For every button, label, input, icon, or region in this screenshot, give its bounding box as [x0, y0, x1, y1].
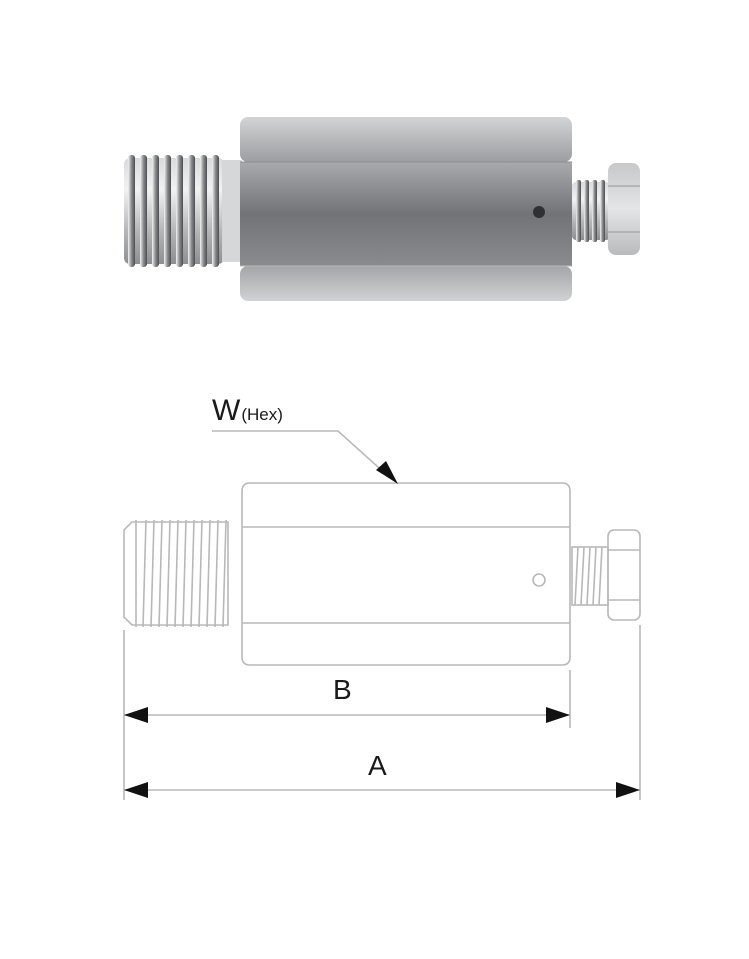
weep-hole-rendered — [533, 206, 545, 218]
arrowheads — [124, 461, 640, 798]
arrow-a-left-icon — [124, 782, 148, 798]
hex-body-rendered — [240, 117, 572, 301]
large-thread-rendered — [124, 155, 224, 267]
dimension-label-a: A — [368, 750, 387, 781]
dimension-label-b: B — [333, 674, 352, 705]
weep-hole-outline — [532, 573, 546, 587]
arrow-b-right-icon — [546, 707, 570, 723]
arrow-b-left-icon — [124, 707, 148, 723]
line-drawing — [123, 430, 641, 800]
rendered-view — [124, 117, 640, 301]
leader-line-w — [212, 430, 389, 477]
w-label-sub: (Hex) — [241, 405, 283, 424]
small-thread-rendered — [572, 180, 610, 242]
arrow-a-right-icon — [616, 782, 640, 798]
w-label-main: W — [212, 394, 241, 427]
large-thread-outline — [123, 519, 229, 628]
small-thread-outline — [571, 546, 609, 606]
hex-nut-outline — [607, 529, 641, 621]
hex-body-outline — [241, 482, 571, 666]
neck-rendered — [222, 160, 242, 262]
arrow-w-icon — [376, 461, 398, 484]
dimension-label-w: W(Hex) — [212, 396, 283, 426]
hex-nut-rendered — [608, 163, 640, 255]
